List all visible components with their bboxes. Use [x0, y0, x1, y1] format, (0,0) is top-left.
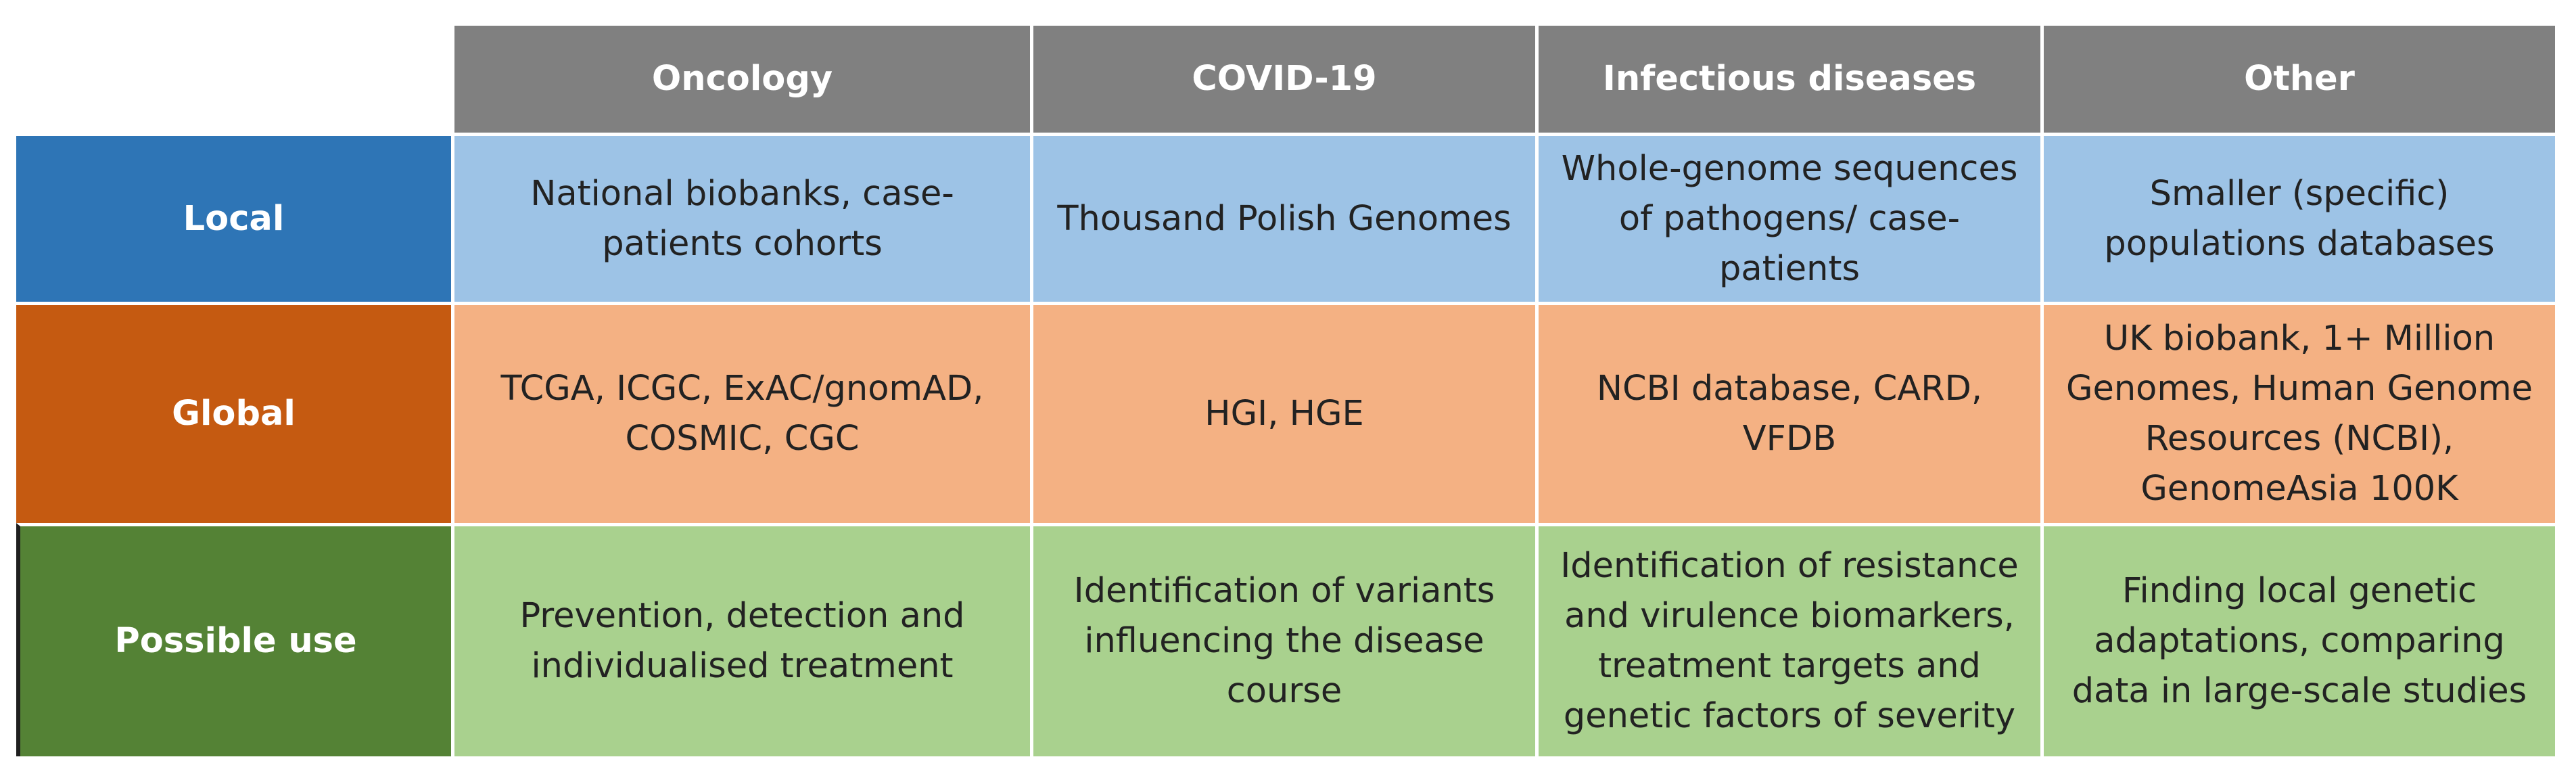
row-header-local: Local	[16, 133, 451, 302]
table-cell: Identification of variants influencing t…	[1030, 523, 1535, 756]
column-header-infectious-diseases: Infectious diseases	[1535, 26, 2040, 133]
column-header-covid-19: COVID-19	[1030, 26, 1535, 133]
row-header-possible-use: Possible use	[16, 523, 451, 756]
database-comparison-table: Oncology COVID-19 Infectious diseases Ot…	[16, 26, 2555, 756]
table-cell: Prevention, detection and individualised…	[451, 523, 1030, 756]
column-header-other: Other	[2040, 26, 2555, 133]
column-header-oncology: Oncology	[451, 26, 1030, 133]
table-cell: TCGA, ICGC, ExAC/gnomAD, COSMIC, CGC	[451, 302, 1030, 523]
table-cell: Whole-genome sequences of pathogens/ cas…	[1535, 133, 2040, 302]
table-cell: Identification of resistance and virulen…	[1535, 523, 2040, 756]
row-header-global: Global	[16, 302, 451, 523]
table-cell: Smaller (specific) populations databases	[2040, 133, 2555, 302]
table-cell: Thousand Polish Genomes	[1030, 133, 1535, 302]
table-cell: UK biobank, 1+ Million Genomes, Human Ge…	[2040, 302, 2555, 523]
table-corner	[16, 26, 451, 133]
table-cell: Finding local genetic adaptations, compa…	[2040, 523, 2555, 756]
table-cell: National biobanks, case-patients cohorts	[451, 133, 1030, 302]
table-cell: NCBI database, CARD, VFDB	[1535, 302, 2040, 523]
table-cell: HGI, HGE	[1030, 302, 1535, 523]
